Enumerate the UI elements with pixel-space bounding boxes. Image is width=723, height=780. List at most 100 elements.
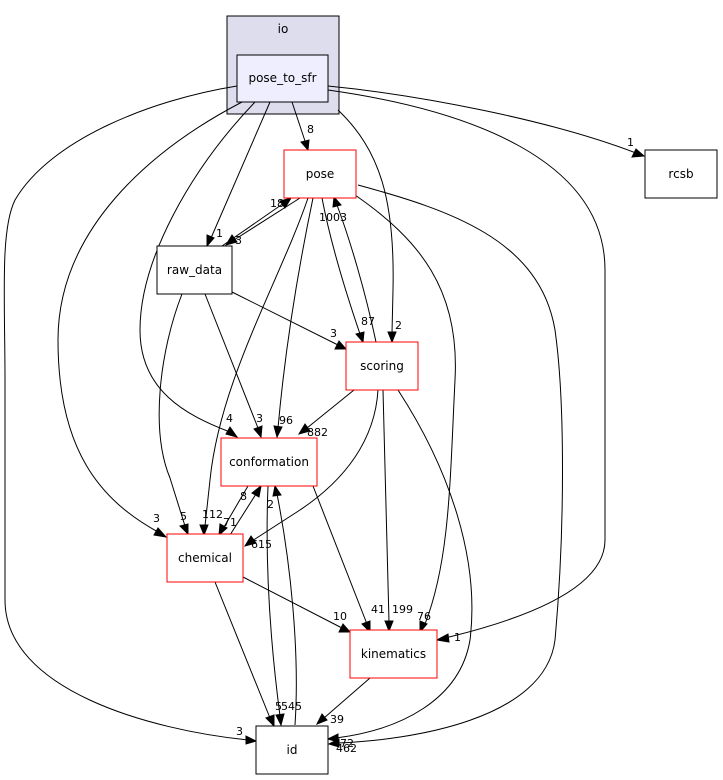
- arrow-rcsb: [631, 148, 646, 158]
- edge-scoring-pose: [336, 204, 377, 343]
- node-pose-label: pose: [306, 167, 335, 181]
- arrow-raw_data-2: [224, 234, 238, 246]
- edge-label-e31: 5: [180, 510, 187, 523]
- node-pose[interactable]: pose: [283, 149, 357, 199]
- arrow-pose-2: [279, 197, 293, 209]
- edge-label-e16: 882: [307, 426, 328, 439]
- edge-scoring-kinematics: [382, 389, 390, 623]
- edge-label-e13: 3: [330, 327, 337, 340]
- arrow-kinematics-1: [435, 633, 450, 643]
- edge-label-e15: 96: [279, 414, 293, 427]
- arrow-id-5: [265, 714, 275, 728]
- edge-label-e21: 71: [223, 516, 237, 529]
- edge-chemical-conformation: [229, 493, 257, 536]
- edge-conformation-chemical: [223, 485, 249, 528]
- node-scoring-label: scoring: [360, 359, 404, 373]
- arrow-pose-3: [332, 195, 342, 208]
- arrow-id-6: [315, 713, 328, 725]
- arrow-id-3: [326, 733, 339, 743]
- node-raw_data[interactable]: raw_data: [156, 245, 233, 295]
- edge-pose_to_sfr-rcsb: [327, 85, 637, 154]
- edge-label-e17: 5: [275, 700, 282, 713]
- edge-scoring-conformation: [306, 389, 355, 429]
- edge-label-e1: 1: [627, 136, 634, 149]
- edge-label-e18: 112: [202, 508, 223, 521]
- edge-kinematics-id: [323, 677, 371, 719]
- arrow-conformation-4: [297, 423, 311, 435]
- arrow-conformation-1: [225, 426, 239, 438]
- arrow-scoring-3: [334, 340, 348, 350]
- edge-label-e24: 41: [371, 603, 385, 616]
- arrow-id-4: [275, 713, 285, 727]
- node-id-label: id: [287, 743, 298, 757]
- arrow-chemical-1: [153, 527, 168, 538]
- arrow-kinematics-4: [361, 620, 371, 634]
- edge-label-e7: 1: [216, 227, 223, 240]
- node-pose_to_sfr[interactable]: pose_to_sfr: [236, 54, 329, 103]
- edge-label-e12: 87: [361, 315, 375, 328]
- edge-label-e23: 545: [281, 700, 302, 713]
- arrow-chemical-5: [218, 523, 228, 537]
- edge-pose_to_sfr-pose: [291, 101, 306, 142]
- edge-pose_to_sfr-chemical: [57, 101, 243, 533]
- edge-label-e30: 72: [340, 737, 354, 750]
- edge-raw_data-chemical: [158, 293, 186, 527]
- arrow-pose: [300, 139, 310, 152]
- edge-label-e27: 10: [333, 610, 347, 623]
- edge-scoring-chemical: [251, 389, 379, 542]
- edge-pose-chemical: [204, 197, 309, 527]
- arrow-chemical-3: [199, 524, 209, 537]
- node-chemical[interactable]: chemical: [166, 533, 244, 583]
- arrow-chemical-4: [243, 535, 257, 547]
- edge-label-e10: 3: [235, 234, 242, 247]
- edge-pose_to_sfr-kinematics: [327, 89, 606, 639]
- node-chemical-label: chemical: [178, 551, 232, 565]
- edge-pose-raw_data: [233, 197, 301, 241]
- node-raw_data-label: raw_data: [167, 263, 222, 277]
- edge-pose_to_sfr-conformation: [139, 101, 256, 433]
- node-scoring[interactable]: scoring: [345, 341, 419, 391]
- arrow-scoring-1: [387, 331, 397, 344]
- edge-pose_to_sfr-raw_data: [210, 101, 271, 239]
- node-pose_to_sfr-label: pose_to_sfr: [248, 71, 316, 85]
- arrow-conformation-2: [253, 425, 263, 439]
- edge-pose-scoring: [321, 197, 361, 335]
- arrow-conformation-6: [272, 484, 282, 497]
- arrow-scoring-2: [355, 331, 365, 344]
- node-kinematics[interactable]: kinematics: [349, 629, 438, 679]
- edge-raw_data-conformation: [204, 293, 259, 429]
- node-conformation[interactable]: conformation: [220, 437, 318, 487]
- node-rcsb[interactable]: rcsb: [644, 149, 718, 199]
- edge-pose_to_sfr-id: [3, 85, 249, 741]
- edge-scoring-id: [335, 389, 473, 739]
- edge-label-e6: 3: [153, 512, 160, 525]
- edge-conformation-id: [266, 485, 281, 717]
- edge-label-e25: 199: [392, 603, 413, 616]
- edge-label-e20: 8: [240, 490, 247, 503]
- edge-id-conformation: [276, 493, 297, 726]
- edge-label-e19: 615: [251, 538, 272, 551]
- edge-label-e2: 8: [307, 123, 314, 136]
- arrow-kinematics-5: [338, 623, 352, 633]
- edges: 1 8 1 2 4 3 1 3 18 3: [3, 85, 646, 755]
- edge-pose_to_sfr-scoring: [337, 109, 394, 334]
- edge-label-e8: 3: [236, 725, 243, 738]
- node-id[interactable]: id: [255, 725, 329, 775]
- edge-label-e5: 4: [226, 412, 233, 425]
- node-kinematics-label: kinematics: [361, 647, 426, 661]
- edge-pose-id: [337, 184, 563, 744]
- node-rcsb-label: rcsb: [668, 167, 693, 181]
- edge-conformation-kinematics: [312, 485, 368, 625]
- edge-label-e14: 3: [256, 412, 263, 425]
- node-conformation-label: conformation: [229, 455, 309, 469]
- edge-label-e28: 39: [330, 713, 344, 726]
- edge-label-e9: 18: [270, 197, 284, 210]
- edge-raw_data-scoring: [231, 291, 339, 346]
- edge-label-e22: 2: [267, 498, 274, 511]
- arrow-chemical-2: [179, 523, 189, 536]
- arrow-id-1: [245, 735, 258, 745]
- edge-chemical-kinematics: [242, 576, 343, 629]
- arrow-conformation-3: [273, 425, 283, 439]
- edge-pose-kinematics: [354, 194, 456, 625]
